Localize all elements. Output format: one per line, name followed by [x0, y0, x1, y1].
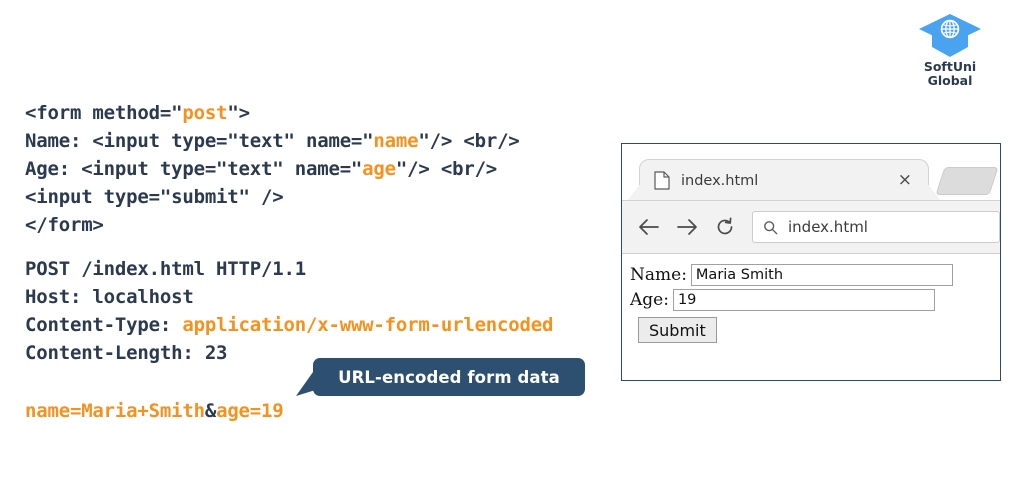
code-token: application/x-www-form-urlencoded [182, 314, 554, 336]
logo-line-1: SoftUni [923, 59, 977, 74]
code-line: Age: <input type="text" name="age"/> <br… [25, 155, 520, 183]
urlencoded-body-snippet: name=Maria+Smith&age=19 [25, 397, 284, 425]
code-line: name=Maria+Smith&age=19 [25, 397, 284, 425]
age-input[interactable]: 19 [672, 289, 935, 311]
new-tab-button[interactable] [935, 167, 999, 195]
search-icon [764, 220, 778, 234]
code-token: age [362, 158, 396, 180]
code-token: "> [227, 102, 250, 124]
code-token: Host: localhost [25, 286, 194, 308]
code-token: Age: <input type="text" name=" [25, 158, 363, 180]
code-token: Content-Length: 23 [25, 342, 228, 364]
age-label: Age: [630, 290, 669, 310]
reload-icon[interactable] [710, 212, 740, 242]
form-html-snippet: <form method="post">Name: <input type="t… [25, 99, 520, 239]
form-row-age: Age: 19 [630, 289, 1000, 311]
code-line: Name: <input type="text" name="name"/> <… [25, 127, 520, 155]
callout-bubble: URL-encoded form data [313, 358, 585, 396]
code-token: POST /index.html HTTP/1.1 [25, 258, 306, 280]
code-line: POST /index.html HTTP/1.1 [25, 255, 553, 283]
code-line: Content-Type: application/x-www-form-url… [25, 311, 553, 339]
arrow-left-icon[interactable] [634, 212, 664, 242]
code-line: <form method="post"> [25, 99, 520, 127]
code-line: <input type="submit" /> [25, 183, 520, 211]
browser-window: index.html × index.html [621, 143, 1001, 381]
code-line: Host: localhost [25, 283, 553, 311]
graduation-cap-globe-icon [919, 14, 981, 57]
callout-label: URL-encoded form data [338, 367, 560, 387]
code-token: "/> <br/> [395, 158, 498, 180]
code-token: Name: <input type="text" name=" [25, 130, 374, 152]
document-icon [654, 171, 670, 190]
form-row-name: Name: Maria Smith [630, 264, 1000, 286]
address-bar[interactable]: index.html [752, 211, 1000, 243]
code-line: </form> [25, 211, 520, 239]
code-token: <form method=" [25, 102, 183, 124]
browser-tab-index-html[interactable]: index.html × [639, 159, 929, 201]
name-input[interactable]: Maria Smith [690, 264, 953, 286]
code-token: name=Maria+Smith [25, 400, 205, 422]
code-token: "/> <br/> [418, 130, 520, 152]
name-label: Name: [630, 265, 687, 285]
arrow-right-icon[interactable] [672, 212, 702, 242]
browser-tabstrip: index.html × [622, 144, 1000, 201]
code-token: Content-Type: [25, 314, 183, 336]
browser-tab-title: index.html [681, 172, 759, 189]
code-token: age=19 [216, 400, 284, 422]
close-icon[interactable]: × [897, 170, 912, 190]
code-token: </form> [25, 214, 104, 236]
logo-line-2: Global [927, 73, 973, 88]
browser-toolbar: index.html [622, 200, 1000, 254]
code-token: name [373, 130, 419, 152]
softuni-global-logo: SoftUni Global [908, 14, 992, 88]
code-token: post [182, 102, 228, 124]
browser-page-content: Name: Maria Smith Age: 19 Submit [622, 254, 1000, 380]
submit-button[interactable]: Submit [638, 317, 717, 343]
code-token: <input type="submit" /> [25, 186, 284, 208]
code-token: & [204, 400, 217, 422]
code-line: Content-Length: 23 [25, 339, 553, 367]
address-bar-url: index.html [788, 218, 868, 236]
